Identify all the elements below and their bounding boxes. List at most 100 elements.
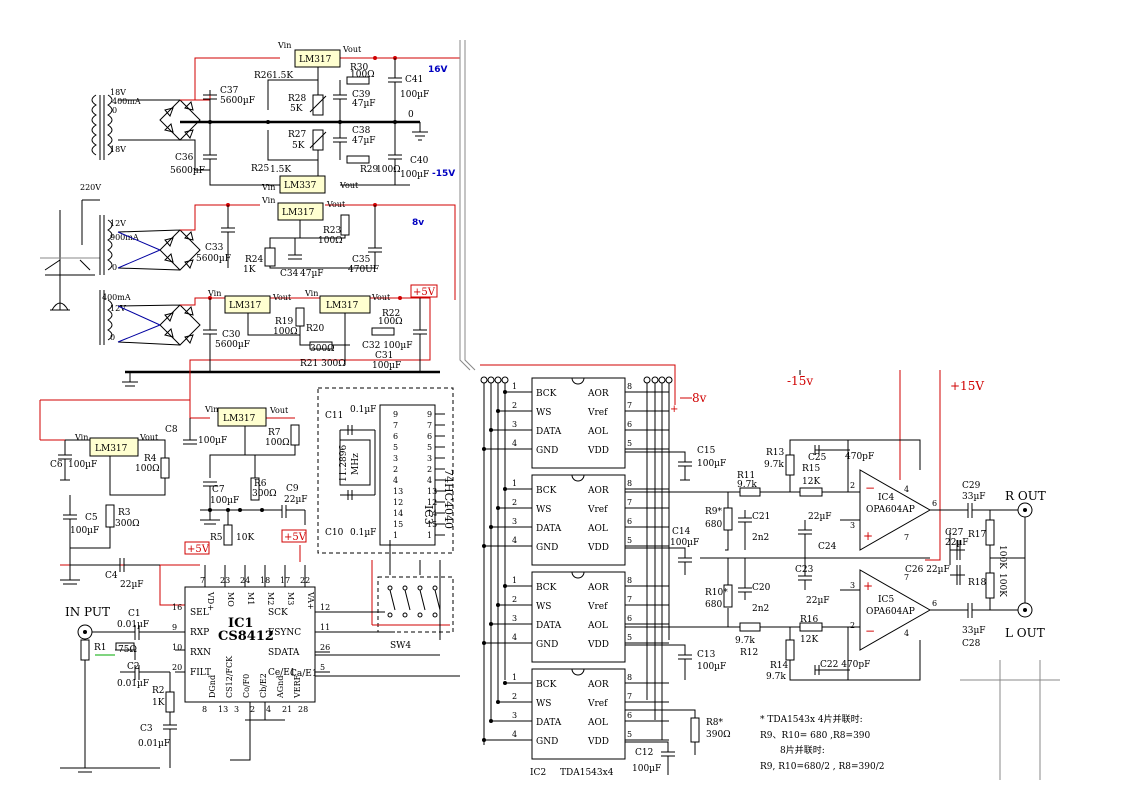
dac-left-label: WS	[536, 602, 551, 612]
regulator-8412-label: LM317	[95, 444, 128, 454]
ic3-name: IC3	[422, 505, 435, 525]
r8-value: 390Ω	[706, 730, 731, 740]
r18-value: 100K	[997, 573, 1007, 597]
dip-switch-sw4: SW4	[315, 540, 460, 677]
cs8412-right-pin: 5	[320, 663, 325, 672]
c25-value: 470pF	[845, 452, 874, 462]
rail-5v-top: +5V	[413, 287, 436, 298]
c3-label: C3	[140, 724, 153, 734]
svg-text:−: −	[865, 624, 875, 638]
r2-value: 1K	[152, 698, 165, 708]
dac-right-label: AOL	[587, 427, 608, 437]
cs8412-top-pin: 18	[260, 576, 270, 585]
ic4-part: OPA604AP	[866, 505, 915, 515]
dac-left-label: GND	[536, 737, 558, 747]
ic3-right-pin: 15	[427, 520, 437, 529]
cs8412-top-label: MO	[226, 592, 235, 607]
dac-left-pin: 3	[512, 420, 517, 429]
dac-right-pin: 5	[627, 730, 632, 739]
ic4-pin3: 3	[850, 521, 855, 530]
r28-label: R28	[288, 94, 307, 104]
dac-right-pin: 7	[627, 498, 632, 507]
ic3-right-pin: 13	[427, 487, 437, 496]
dac-right-pin: 7	[627, 401, 632, 410]
cs8412-bottom-label: Co/F0	[242, 674, 251, 698]
rail-16v: 16V	[428, 65, 448, 75]
note-line-3: 8片并联时:	[780, 744, 825, 756]
c41-label: C41	[405, 75, 423, 85]
c30-label: C30	[222, 330, 241, 340]
c22-label: C22 470pF	[820, 660, 870, 670]
dac-left-pin: 2	[512, 498, 517, 507]
c31-label: C31	[375, 351, 393, 361]
cs8412-top-pin: 17	[280, 576, 290, 585]
vin-label-4: Vin	[207, 289, 221, 298]
c9-label: C9	[286, 484, 299, 494]
r7-value: 100Ω	[265, 438, 290, 448]
r22-value: 100Ω	[378, 317, 403, 327]
c40-label: C40	[410, 156, 429, 166]
ic3-left-pin: 3	[393, 454, 398, 463]
cs8412-bottom-pin: 8	[202, 705, 207, 714]
c26-label: C26 22µF	[905, 565, 950, 575]
sw4-label: SW4	[390, 641, 411, 651]
cs8412-part: CS8412	[218, 629, 274, 644]
ic4-label: IC4	[878, 493, 894, 503]
bridge-rectifier-3	[117, 304, 201, 346]
dac-left-pin: 2	[512, 401, 517, 410]
c28-label: C28	[962, 639, 981, 649]
vout-label-5: Vout	[371, 293, 391, 302]
cs8412-bottom-pin: 3	[234, 705, 239, 714]
r19-label: R19	[275, 317, 294, 327]
cs8412-top-label: M2	[266, 592, 275, 605]
c33-label: C33	[205, 243, 224, 253]
c21-label: C21	[752, 512, 770, 522]
ic3-right-pin: 6	[427, 432, 432, 441]
r7-label: R7	[268, 428, 281, 438]
ic4-pin7: 7	[904, 533, 909, 542]
power-supply: 220V 18V 400mA 0 18V 12V 900mA 0 400mA 1…	[40, 40, 476, 400]
c29-label: C29	[962, 481, 981, 491]
rail-8v-dac: 8v	[692, 391, 707, 405]
c27-label: C27	[945, 528, 964, 538]
crystal-oscillator	[339, 439, 371, 486]
vout-label-3: Vout	[326, 200, 346, 209]
cs8412-bottom-label: CS12/FCK	[225, 655, 234, 698]
ic3-right-pin: 2	[427, 465, 432, 474]
c6-label: C6	[50, 460, 63, 470]
cs8412-right-pin: 11	[320, 623, 330, 632]
r5-value: 10K	[236, 533, 254, 543]
vout-label-2: Vout	[339, 181, 359, 190]
r2-label: R2	[152, 686, 165, 696]
bridge-rectifier-1	[118, 99, 201, 141]
r3-value: 300Ω	[115, 519, 140, 529]
r6-value: 300Ω	[252, 489, 277, 499]
r20-value: 300Ω	[310, 344, 335, 354]
r25-label: R25	[251, 164, 270, 174]
r26-label: R26	[254, 71, 273, 81]
r23-value: 100Ω	[318, 236, 343, 246]
regulator-mid-label: LM317	[282, 208, 315, 218]
ic3-left-pin: 4	[393, 476, 398, 485]
regulator-neg-label: LM337	[284, 181, 317, 191]
cs8412-right-label: FSYNC	[268, 628, 301, 638]
t2-900ma: 900mA	[110, 233, 139, 242]
r27-label: R27	[288, 130, 307, 140]
dac-right-pin: 5	[627, 439, 632, 448]
c10-label: C10	[325, 528, 344, 538]
r13-value: 9.7k	[764, 460, 784, 470]
dac-left-pin: 2	[512, 595, 517, 604]
cs8412-top-pin: 22	[300, 576, 310, 585]
c2-label: C2	[127, 662, 140, 672]
cs8412-bottom-label: AGnd	[276, 676, 285, 699]
dac-right-pin: 6	[627, 517, 632, 526]
ic5-label: IC5	[878, 595, 894, 605]
c13-label: C13	[697, 650, 716, 660]
c1-value: 0.01µF	[117, 620, 149, 630]
r12-value: 9.7k	[735, 636, 755, 646]
c28-value: 33µF	[962, 626, 986, 636]
cs8412-right-label: SCK	[268, 608, 288, 618]
r6-label: R6	[254, 479, 267, 489]
